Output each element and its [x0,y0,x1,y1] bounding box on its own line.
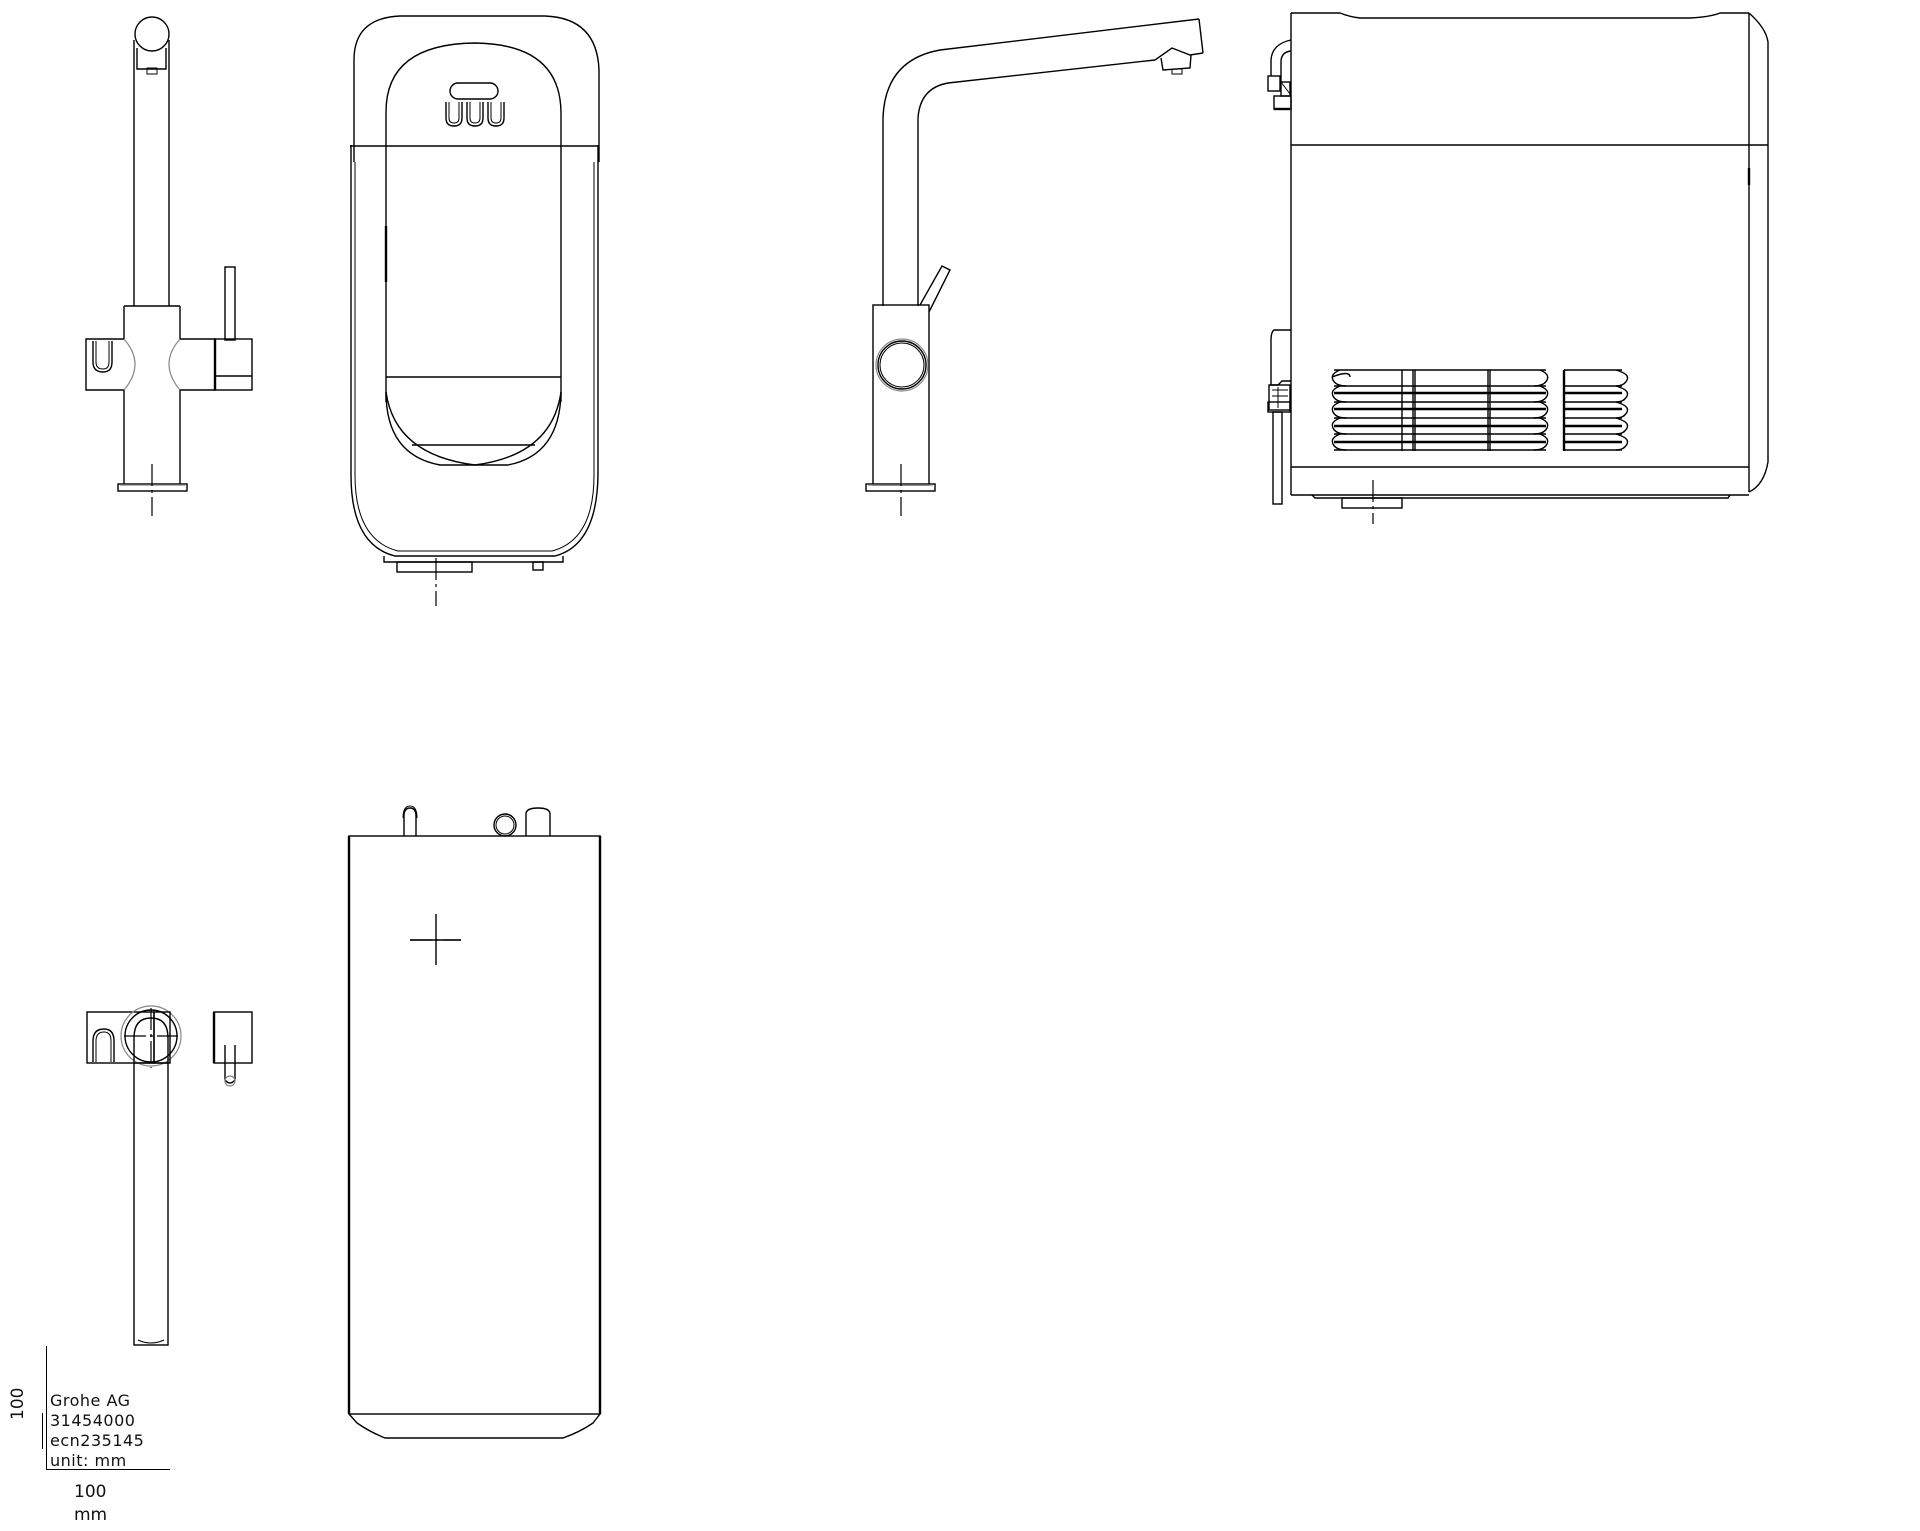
scale-horizontal-unit: mm [74,1505,108,1525]
scale-bar-horizontal [46,1469,170,1470]
ecn-number: ecn235145 [50,1431,145,1450]
vent-grille [1331,369,1629,451]
unit-label: unit: mm [50,1451,127,1470]
boiler-top-view [347,805,602,1439]
scale-bar-vertical [46,1346,47,1470]
faucet-front-view [85,16,253,516]
scale-horizontal-value: 100 [74,1482,107,1502]
title-block: Grohe AG 31454000 ecn235145 unit: mm [40,1390,190,1470]
scale-ticks [42,1413,51,1449]
company-name: Grohe AG [50,1391,131,1410]
boiler-front-view [350,15,600,606]
part-number: 31454000 [50,1411,136,1430]
boiler-side-view [1267,12,1769,524]
scale-vertical-value: 100 [8,1387,28,1420]
faucet-side-view [865,18,1204,516]
faucet-top-view [86,1005,253,1346]
